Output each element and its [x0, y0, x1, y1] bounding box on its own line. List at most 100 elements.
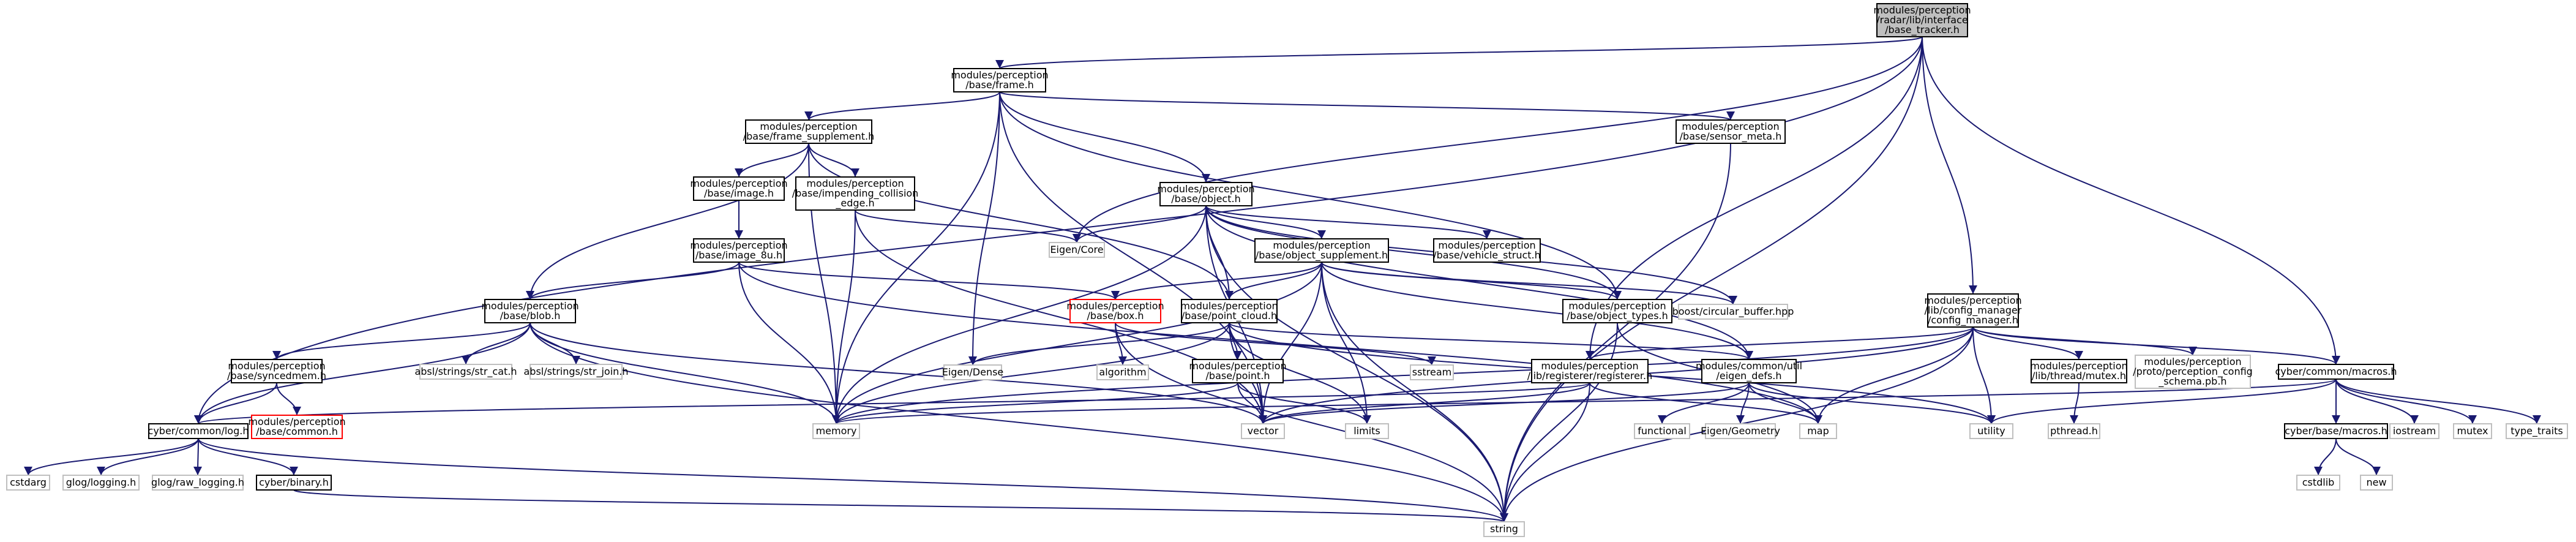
edge-blob-to-syncedmem [272, 322, 531, 360]
edge-object-supplement-to-eigen-defs [1321, 262, 1753, 360]
node-object-supplement[interactable]: modules/perception/base/object_supplemen… [1254, 238, 1389, 263]
node-box [1159, 182, 1252, 206]
node-binary-h[interactable]: cyber/binary.h [256, 475, 332, 491]
edge-frame-to-frame-supplement [804, 91, 1000, 121]
node-label-line: iostream [2393, 425, 2436, 437]
node-box [1241, 423, 1285, 439]
node-box [1799, 423, 1837, 439]
edge-point-to-limits [1237, 382, 1371, 424]
node-string: string [1483, 521, 1525, 537]
node-iostream: iostream [2389, 423, 2439, 439]
node-box [1678, 304, 1788, 320]
node-box [1634, 423, 1690, 439]
node-label-line: /base/syncedmem.h [227, 370, 326, 382]
node-memory: memory [812, 423, 860, 439]
edge-object-to-eigen-defs [1205, 205, 1753, 360]
node-label-line: modules/perception [1157, 183, 1254, 195]
edge-eigen-defs-to-map [1748, 382, 1822, 424]
edge-blob-to-memory [530, 322, 841, 424]
node-mutex-h[interactable]: modules/perception/lib/thread/mutex.h [2030, 359, 2128, 383]
node-box [2135, 355, 2251, 389]
node-syncedmem[interactable]: modules/perception/base/syncedmem.h [227, 359, 326, 383]
edge-frame-supplement-to-point-cloud [808, 143, 1234, 300]
node-label-line: modules/perception [690, 178, 787, 189]
node-box [795, 176, 915, 211]
node-box [1181, 299, 1278, 323]
node-config-manager[interactable]: modules/perception/lib/config_manager/co… [1924, 293, 2022, 328]
edge-image-8u-to-blob [526, 262, 739, 300]
edge-point-to-memory [832, 382, 1238, 424]
node-root[interactable]: modules/perception/radar/lib/interface/b… [1873, 3, 1971, 37]
edge-object-to-point-cloud [1205, 205, 1234, 300]
node-image-8u[interactable]: modules/perception/base/image_8u.h [690, 238, 788, 263]
node-sensor-meta[interactable]: modules/perception/base/sensor_meta.h [1676, 119, 1786, 144]
node-label-line: modules/perception [1189, 360, 1286, 372]
node-box [6, 475, 50, 491]
edge-cyber-macros-to-type-traits [2335, 378, 2541, 424]
edge-eigen-defs-to-functional [1658, 382, 1750, 424]
node-cyber-macros[interactable]: cyber/common/macros.h [2275, 364, 2397, 380]
edge-binary-h-to-string [293, 489, 1508, 522]
node-label-line: /base_tracker.h [1885, 24, 1960, 36]
node-label-line: /eigen_defs.h [1716, 370, 1781, 382]
edge-image-8u-to-memory [738, 262, 841, 424]
node-label-line: /base/object_types.h [1567, 310, 1668, 322]
node-label-line: /proto/perception_config [2133, 366, 2253, 378]
node-new: new [2360, 475, 2393, 491]
node-glog-raw-logging: glog/raw_logging.h [151, 475, 244, 491]
node-circular-buffer: boost/circular_buffer.hpp [1672, 304, 1794, 320]
node-label-line: boost/circular_buffer.hpp [1672, 306, 1794, 318]
node-log-h[interactable]: cyber/common/log.h [148, 423, 249, 439]
node-map: map [1799, 423, 1837, 439]
node-registerer[interactable]: modules/perception/lib/registerer/regist… [1527, 359, 1653, 383]
node-frame-supplement[interactable]: modules/perception/base/frame_supplement… [743, 119, 875, 144]
node-box [1345, 423, 1389, 439]
edge-registerer-to-vector [1259, 382, 1590, 424]
node-point[interactable]: modules/perception/base/point.h [1189, 359, 1287, 383]
node-label-line: modules/perception [1273, 239, 1370, 251]
node-base-common[interactable]: modules/perception/base/common.h [248, 415, 346, 439]
node-utility: utility [1969, 423, 2013, 439]
node-cstdarg: cstdarg [6, 475, 50, 491]
node-glog-logging: glog/logging.h [62, 475, 140, 491]
node-label-line: absl/strings/str_cat.h [414, 366, 517, 378]
edge-object-types-to-string [1500, 322, 1618, 522]
edge-frame-to-eigen-dense [968, 91, 1000, 366]
node-box [2506, 423, 2568, 439]
node-eigen-defs[interactable]: modules/common/util/eigen_defs.h [1696, 359, 1802, 383]
node-label-line: new [2366, 476, 2386, 488]
node-vehicle-struct[interactable]: modules/perception/base/vehicle_struct.h [1433, 238, 1541, 263]
node-label-line: /base/blob.h [500, 310, 561, 322]
node-label-line: type_traits [2510, 425, 2563, 437]
edge-root-to-log-h [194, 36, 1923, 424]
edge-root-to-registerer [1586, 36, 1923, 360]
edge-cyber-macros-to-utility [1987, 378, 2337, 424]
node-label-line: /lib/thread/mutex.h [2032, 370, 2126, 382]
edge-image-8u-to-box [738, 262, 1120, 300]
node-mutex: mutex [2453, 423, 2492, 439]
node-label-line: /base/box.h [1087, 310, 1144, 322]
edge-object-supplement-to-string [1321, 262, 1508, 522]
node-image[interactable]: modules/perception/base/image.h [690, 176, 788, 201]
node-box[interactable]: modules/perception/base/box.h [1066, 299, 1164, 323]
node-base-macros[interactable]: cyber/base/macros.h [2284, 423, 2388, 439]
edge-config-manager-to-config-schema [1972, 326, 2197, 356]
node-label-line: /base/frame_supplement.h [743, 130, 875, 143]
node-box [484, 299, 576, 323]
node-label-line: modules/perception [806, 178, 904, 189]
node-label-line: modules/perception [1568, 300, 1666, 312]
node-box [419, 364, 512, 380]
node-point-cloud[interactable]: modules/perception/base/point_cloud.h [1180, 299, 1278, 323]
node-label-line: Eigen/Geometry [1701, 425, 1780, 437]
node-box [745, 119, 872, 144]
node-label-line: /base/object_supplement.h [1256, 249, 1388, 262]
node-object[interactable]: modules/perception/base/object.h [1157, 182, 1255, 206]
node-frame[interactable]: modules/perception/base/frame.h [951, 68, 1049, 92]
node-blob[interactable]: modules/perception/base/blob.h [481, 299, 579, 323]
node-object-types[interactable]: modules/perception/base/object_types.h [1562, 299, 1672, 323]
edge-object-to-object-supplement [1205, 205, 1326, 239]
node-impending[interactable]: modules/perception/base/impending_collis… [792, 176, 919, 211]
node-label-line: cstdarg [10, 476, 47, 488]
edge-frame-to-memory [832, 91, 1000, 424]
